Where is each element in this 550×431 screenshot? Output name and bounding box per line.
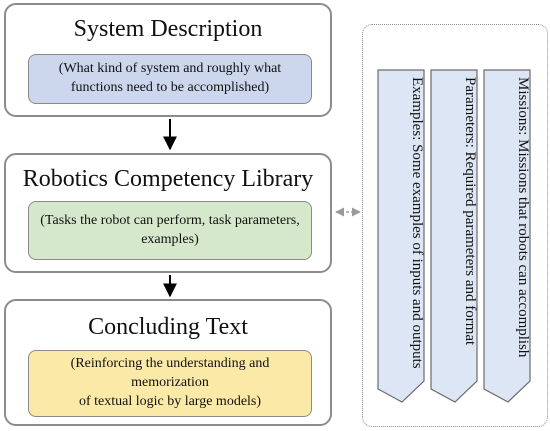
robotics-competency-library-section: Robotics Competency Library (Tasks the r… <box>4 153 332 273</box>
box-text-line: (Reinforcing the understanding and memor… <box>70 356 270 391</box>
box-text-line: (What kind of system and roughly what <box>58 61 282 77</box>
section-title: Robotics Competency Library <box>22 166 314 192</box>
box-text-line: examples) <box>141 231 199 247</box>
competency-library-box: (Tasks the robot can perform, task param… <box>28 201 312 260</box>
missions-card: Missions: Missions that robots can accom… <box>483 69 531 403</box>
document-shape <box>483 69 531 403</box>
section-title: System Description <box>73 16 263 42</box>
concluding-text-section: Concluding Text (Reinforcing the underst… <box>4 299 332 426</box>
document-shape <box>430 69 478 403</box>
parameters-card: Parameters: Required parameters and form… <box>430 69 478 403</box>
box-text-line: of textual logic by large models) <box>78 393 262 409</box>
document-shape <box>377 69 425 403</box>
box-text-line: (Tasks the robot can perform, task param… <box>40 212 300 228</box>
examples-card: Examples: Some examples of inputs and ou… <box>377 69 425 403</box>
system-description-box: (What kind of system and roughly what fu… <box>28 54 312 104</box>
box-text-line: functions need to be accomplished) <box>70 80 270 95</box>
system-description-section: System Description (What kind of system … <box>4 3 332 117</box>
library-details-panel: Examples: Some examples of inputs and ou… <box>362 24 548 427</box>
section-title: Concluding Text <box>88 314 248 340</box>
examples-label: Examples: Some examples of inputs and ou… <box>409 77 425 369</box>
parameters-label: Parameters: Required parameters and form… <box>462 77 478 346</box>
missions-label: Missions: Missions that robots can accom… <box>515 77 531 358</box>
concluding-text-box: (Reinforcing the understanding and memor… <box>28 350 312 417</box>
